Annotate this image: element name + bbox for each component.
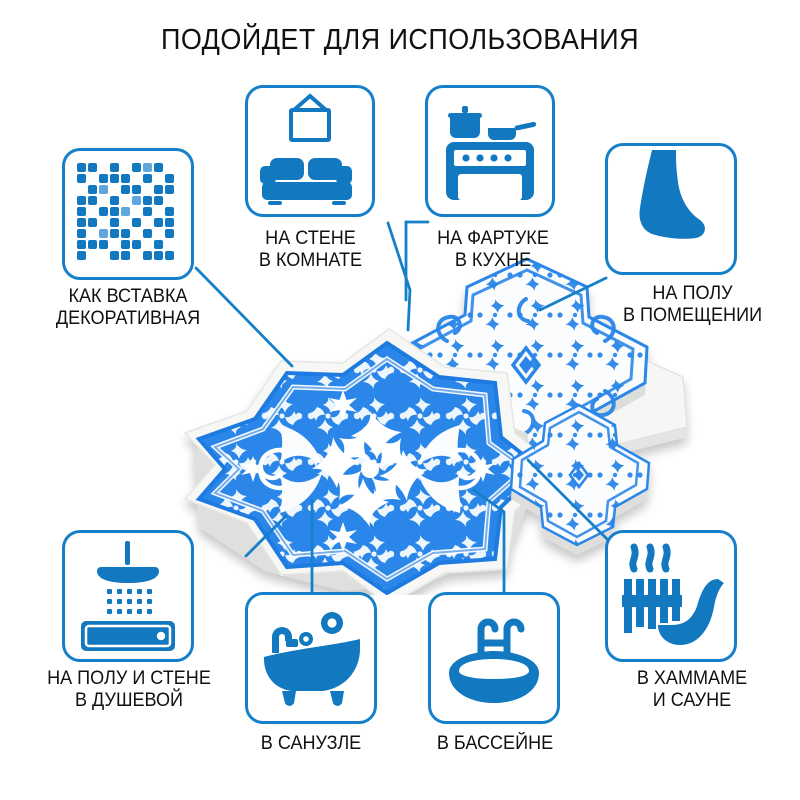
page-title: ПОДОЙДЕТ ДЛЯ ИСПОЛЬЗОВАНИЯ xyxy=(160,24,640,56)
card-kitchen-backsplash[interactable] xyxy=(425,85,555,217)
card-room-wall[interactable] xyxy=(245,85,375,217)
caption-line-2: В ДУШЕВОЙ xyxy=(74,690,183,712)
card-indoor-floor[interactable] xyxy=(605,143,737,275)
mosaic-grid-icon xyxy=(77,163,174,260)
caption-line-1: НА СТЕНЕ xyxy=(265,228,356,249)
stove-with-pot-icon xyxy=(446,106,537,200)
caption-hammam-sauna: В ХАММАМЕ И САУНЕ xyxy=(593,668,791,713)
caption-line-2: В ПОМЕЩЕНИИ xyxy=(622,305,763,327)
sofa-with-picture-icon xyxy=(260,93,352,205)
card-bathroom[interactable] xyxy=(245,592,377,724)
caption-line-2: И САУНЕ xyxy=(652,690,732,712)
caption-line-1: КАК ВСТАВКА xyxy=(68,286,188,307)
shower-head-icon xyxy=(81,541,175,651)
caption-line-1: В САНУЗЛЕ xyxy=(260,733,362,754)
caption-shower: НА ПОЛУ И СТЕНЕ В ДУШЕВОЙ xyxy=(16,668,242,713)
swimming-pool-icon xyxy=(449,618,539,703)
bare-foot-icon xyxy=(639,150,705,239)
card-pool[interactable] xyxy=(428,592,560,724)
card-shower[interactable] xyxy=(62,530,194,662)
caption-line-1: НА ПОЛУ xyxy=(652,283,733,304)
caption-line-2: В КОМНАТЕ xyxy=(258,250,363,272)
caption-line-1: В ХАММАМЕ xyxy=(636,668,748,689)
caption-line-2: В КУХНЕ xyxy=(454,250,532,272)
bathtub-icon xyxy=(264,612,360,706)
caption-line-1: НА ПОЛУ И СТЕНЕ xyxy=(47,668,211,689)
caption-kitchen-backsplash: НА ФАРТУКЕ В КУХНЕ xyxy=(422,228,565,273)
caption-line-1: НА ФАРТУКЕ xyxy=(437,228,549,249)
caption-line-2: ДЕКОРАТИВНАЯ xyxy=(55,308,201,330)
caption-bathroom: В САНУЗЛЕ xyxy=(242,733,381,755)
caption-pool: В БАССЕЙНЕ xyxy=(424,733,567,755)
card-hammam-sauna[interactable] xyxy=(605,530,737,662)
caption-line-1: В БАССЕЙНЕ xyxy=(436,733,554,754)
caption-decor-insert: КАК ВСТАВКА ДЕКОРАТИВНАЯ xyxy=(14,286,242,331)
sauna-stove-ladle-icon xyxy=(622,543,724,645)
caption-room-wall: НА СТЕНЕ В КОМНАТЕ xyxy=(242,228,380,273)
card-decor-insert[interactable] xyxy=(62,148,194,280)
caption-indoor-floor: НА ПОЛУ В ПОМЕЩЕНИИ xyxy=(595,283,790,328)
